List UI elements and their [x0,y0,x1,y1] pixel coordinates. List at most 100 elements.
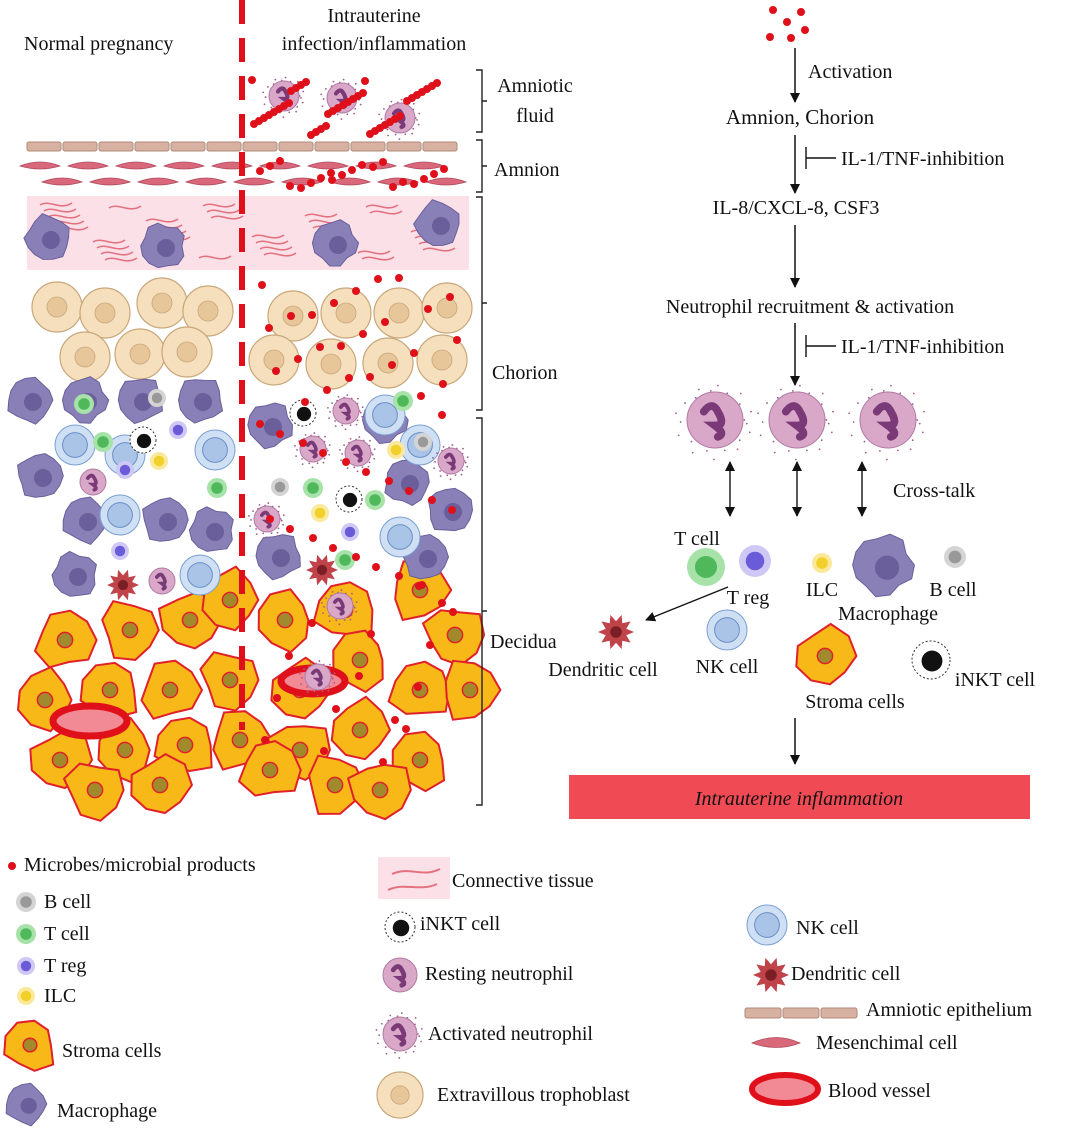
mesenchymal-cell [376,177,420,186]
activated-neutrophil [321,589,358,626]
mesenchymal-cell [424,177,468,186]
microbe [352,287,360,295]
microbe [448,506,456,514]
epithelial-cell [98,141,134,152]
microbe [287,312,295,320]
normal-pregnancy-heading: Normal pregnancy [24,33,173,55]
macrophage-cell [51,550,97,597]
inhibition-bar-2 [805,335,836,357]
microbe [352,553,360,561]
macrophage-cell [17,453,64,498]
nk-cell [194,429,236,471]
microbe [395,572,403,580]
t-cell [303,478,323,498]
microbe [420,175,428,183]
stroma-cell [308,754,366,815]
mesenchymal-cell [66,161,110,170]
microbe [309,534,317,542]
legend-amniotic-epithelium: Amniotic epithelium [866,999,1033,1021]
nk-cell [99,494,141,536]
decidua-label: Decidua [490,631,557,653]
b-cell-icon [16,892,36,912]
microbe [319,449,327,457]
microbe [391,716,399,724]
nk-cell [179,554,221,596]
microbe [317,174,325,182]
microbe [265,324,273,332]
legend-dendritic-cell: Dendritic cell [791,963,901,985]
mesenchymal-cell [232,177,276,186]
connective-fiber [365,204,399,209]
stroma-cell [332,629,384,694]
nk-cell [706,609,748,651]
trophoblast-cells [31,277,473,390]
ilc [311,504,329,522]
ilc-icon [17,987,35,1005]
connective-fiber [47,214,81,219]
inkt-cell [911,640,951,680]
microbe [388,361,396,369]
microbe [287,87,295,95]
microbe [294,355,302,363]
nk-cell [379,516,421,558]
microbe [372,563,380,571]
microbe [358,161,366,169]
microbe [369,163,377,171]
connective-fiber [43,208,77,213]
legend-t-cell: T cell [44,923,90,945]
mesenchymal-icon [750,1037,802,1048]
connective-fiber [202,203,236,208]
microbe [410,180,418,188]
microbe [424,305,432,313]
microbe [337,342,345,350]
trophoblast-cell [136,277,188,329]
connective-fiber [96,245,130,250]
b-cell-label: B cell [929,579,977,601]
inhibition-label-1: IL-1/TNF-inhibition [841,148,1004,170]
microbe [359,330,367,338]
microbe [332,705,340,713]
t-cell [207,478,227,498]
trophoblast-cell [114,328,166,380]
microbe [367,630,375,638]
microbe [299,439,307,447]
microbe [258,281,266,289]
stroma-cell [199,651,260,712]
microbe [338,171,346,179]
microbe [426,641,434,649]
flow-panel: Activation Amnion, Chorion IL-1/TNF-inhi… [548,6,1036,819]
connective-fiber [259,246,293,251]
t-reg-icon [17,957,35,975]
legend-mesenchymal-cell: Mesenchimal cell [816,1032,958,1054]
stroma-cell [130,752,194,815]
inhibition-bar-1 [805,147,836,169]
connective-fiber [100,251,134,256]
trophoblast-cell [416,334,468,386]
stroma-cell [3,1019,55,1072]
neutrophil-recruitment-label: Neutrophil recruitment & activation [666,296,954,318]
trophoblast-cell [248,334,300,386]
activated-neutrophil [375,1012,423,1059]
microbe [250,120,258,128]
microbe [256,167,264,175]
t-cell [365,490,385,510]
microbe [307,179,315,187]
trophoblast-cell [373,287,425,339]
ilc [387,441,405,459]
stroma-cells-layer [16,560,502,822]
epithelium-icon [782,1007,820,1019]
microbe [438,411,446,419]
microbe [327,169,335,177]
microbe [308,619,316,627]
connective-fiber [108,205,142,210]
mesenchymal-cell [306,161,350,170]
t-cell-label: T cell [674,528,720,550]
microbe [308,311,316,319]
microbe [320,747,328,755]
microbe [405,487,413,495]
mesenchymal-cell [40,177,84,186]
inhibition-label-2: IL-1/TNF-inhibition [841,336,1004,358]
microbe [276,430,284,438]
epithelial-cell [278,141,314,152]
t-reg [111,542,129,560]
